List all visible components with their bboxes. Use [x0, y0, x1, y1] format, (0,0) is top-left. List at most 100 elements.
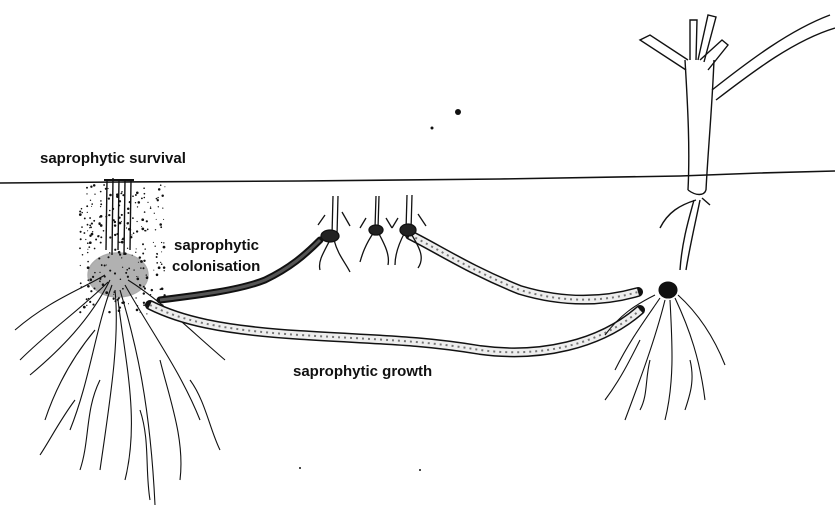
stipple-dot: [114, 234, 116, 236]
stipple-dot: [98, 257, 100, 259]
label-colonisation-line1: saprophytic: [174, 237, 259, 254]
stipple-dot: [146, 276, 149, 279]
stipple-dot: [119, 297, 120, 298]
label-saprophytic-growth: saprophytic growth: [293, 363, 432, 380]
stipple-dot: [122, 238, 124, 240]
stipple-dot: [94, 194, 95, 195]
stipple-dot: [100, 200, 102, 202]
stipple-dot: [87, 249, 88, 250]
stipple-dot: [156, 219, 157, 220]
stipple-dot: [113, 294, 114, 295]
stipple-dot: [116, 193, 119, 196]
stipple-dot: [87, 212, 88, 213]
stipple-dot: [104, 265, 106, 267]
stipple-dot: [157, 253, 158, 254]
stipple-dot: [99, 280, 101, 282]
stipple-dot: [147, 229, 149, 231]
stipple-dot: [108, 311, 110, 313]
stipple-dot: [159, 223, 162, 226]
stipple-dot: [121, 221, 122, 222]
stipple-dot: [135, 252, 136, 253]
stipple-dot: [144, 248, 145, 249]
stipple-dot: [80, 238, 82, 240]
stipple-dot: [143, 304, 145, 306]
stipple-dot: [84, 217, 86, 219]
stipple-dot: [109, 270, 111, 272]
stipple-dot: [86, 205, 88, 207]
stipple-dot: [103, 230, 105, 232]
stipple-dot: [127, 248, 128, 249]
stipple-dot: [141, 228, 144, 231]
stipple-dot: [108, 197, 110, 199]
stipple-dot: [151, 289, 153, 291]
stipple-dot: [128, 228, 131, 231]
stipple-dot: [154, 245, 155, 246]
stipple-dot: [132, 217, 134, 219]
stipple-dot: [100, 191, 102, 193]
stipple-dot: [81, 208, 83, 210]
stipple-dot: [118, 251, 121, 254]
stipple-dot: [138, 262, 139, 263]
stipple-dot: [144, 287, 146, 289]
stipple-dot: [89, 217, 91, 219]
stipple-dot: [82, 254, 84, 256]
stipple-dot: [86, 193, 87, 194]
stipple-dot: [163, 219, 164, 220]
middle-seedlings: [318, 195, 426, 272]
stipple-dot: [80, 282, 82, 284]
stipple-dot: [87, 285, 90, 288]
stipple-dot: [87, 266, 90, 269]
stipple-dot: [80, 265, 81, 266]
stipple-dot: [143, 302, 145, 304]
stipple-dot: [142, 253, 144, 255]
stipple-dot: [86, 305, 87, 306]
stipple-dot: [156, 262, 158, 264]
stipple-dot: [81, 212, 82, 213]
stipple-dot: [121, 191, 123, 193]
right-root-system: [605, 282, 725, 420]
stipple-dot: [120, 279, 122, 281]
stipple-dot: [89, 301, 91, 303]
stipple-dot: [146, 220, 148, 222]
stipple-dot: [141, 218, 144, 221]
stipple-dot: [100, 206, 101, 207]
stipple-dot: [94, 248, 96, 250]
stipple-dot: [141, 226, 142, 227]
stipple-dot: [156, 256, 158, 258]
stipple-dot: [93, 287, 95, 289]
stipple-dot: [142, 243, 144, 245]
label-saprophytic-survival: saprophytic survival: [40, 150, 186, 167]
stipple-dot: [127, 276, 129, 278]
stipple-dot: [79, 213, 82, 216]
stipple-dot: [127, 208, 130, 211]
stipple-dot: [103, 184, 105, 186]
stipple-dot: [94, 272, 96, 274]
stipple-dot: [133, 269, 134, 270]
stipple-dot: [87, 230, 88, 231]
stipple-dot: [109, 194, 112, 197]
stipple-dot: [161, 242, 162, 243]
stipple-dot: [90, 186, 92, 188]
stipple-dot: [90, 278, 93, 281]
stipple-dot: [114, 224, 116, 226]
stipple-dot: [113, 219, 115, 221]
stipple-dot: [131, 234, 132, 235]
label-colonisation-line2: colonisation: [172, 258, 260, 275]
stipple-dot: [86, 187, 88, 189]
stipple-dot: [146, 313, 147, 314]
stipple-dot: [133, 232, 135, 234]
stipple-dot: [113, 298, 115, 300]
stipple-dot: [124, 225, 125, 226]
stipple-dot: [136, 276, 137, 277]
stipple-dot: [161, 263, 163, 265]
stipple-dot: [126, 269, 128, 271]
stipple-dot: [127, 212, 129, 214]
stipple-dot: [79, 210, 81, 212]
stipple-dot: [137, 276, 138, 277]
stipple-dot: [106, 264, 107, 265]
stipple-dot: [87, 224, 89, 226]
stipple-dot: [128, 268, 130, 270]
stipple-dot: [88, 279, 90, 281]
stipple-dot: [136, 309, 139, 312]
